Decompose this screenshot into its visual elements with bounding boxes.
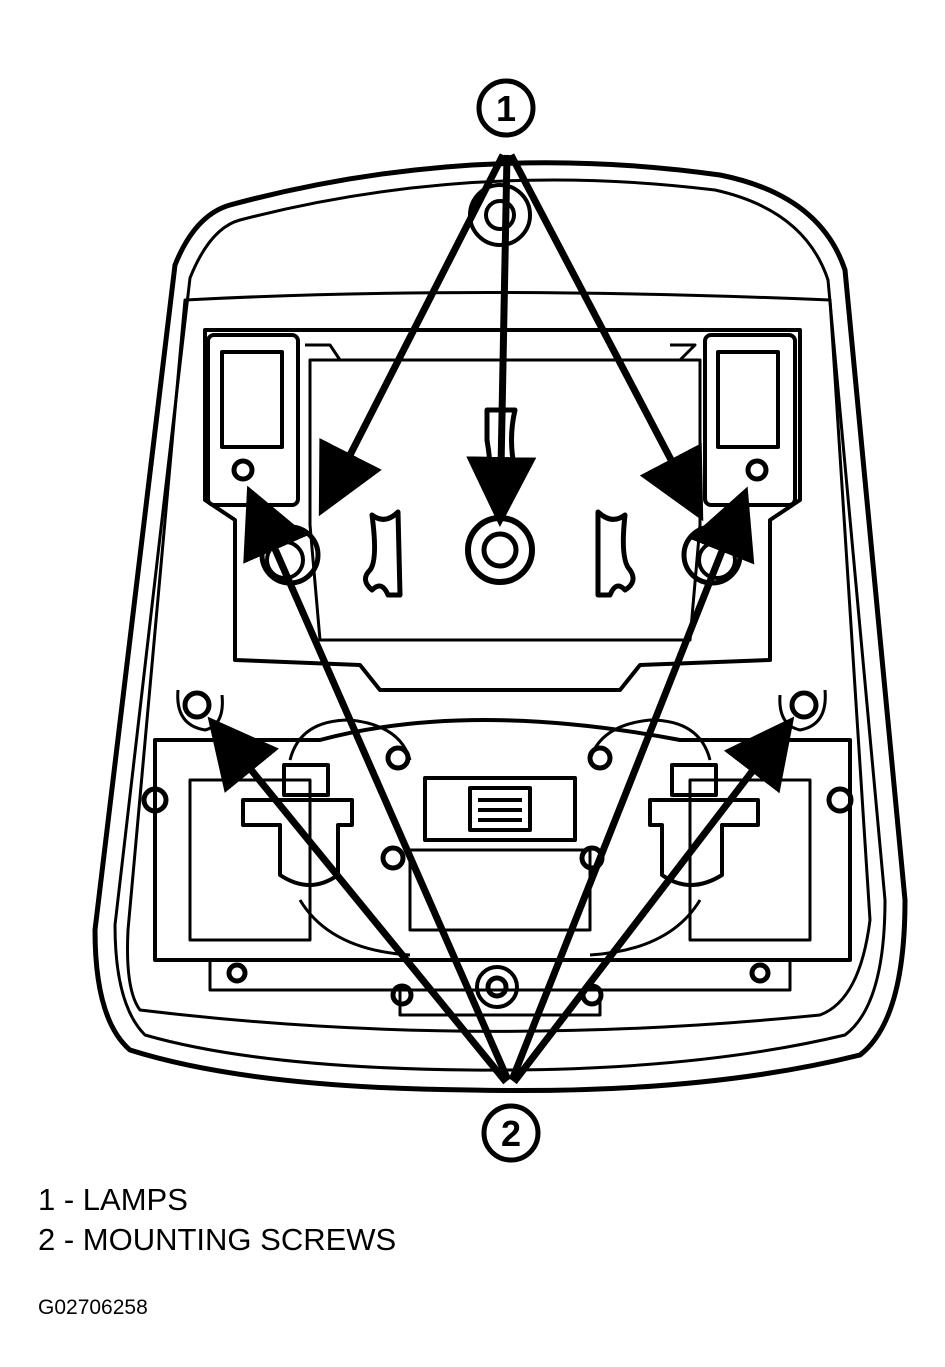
center-connector-base	[408, 848, 592, 932]
center-connector-plug	[468, 786, 532, 832]
screw-bottom-right	[749, 962, 771, 984]
figure-id: G02706258	[38, 1296, 148, 1319]
right-socket-window	[716, 350, 780, 449]
center-connector-pins	[478, 798, 522, 822]
bottom-boss-outer	[475, 965, 519, 1009]
callout-1-circle	[476, 78, 536, 138]
lamp-leader-lines	[318, 153, 704, 527]
switch-left-cap	[282, 763, 330, 797]
legend-item-lamps: 1 - LAMPS	[38, 1182, 188, 1217]
screw-far-left	[141, 786, 169, 814]
bulb-center-outer	[465, 515, 535, 585]
housing-outer-shell	[92, 160, 908, 1094]
screw-bottom-mid-left	[390, 983, 414, 1007]
clip-left	[363, 509, 403, 598]
switch-left-body	[241, 798, 354, 887]
leader-screw-side-left	[207, 716, 509, 1085]
bottom-boss-inner	[485, 975, 509, 999]
right-reflector-curve	[588, 718, 712, 761]
lower-right-lens	[589, 899, 702, 957]
side-boss-left-rim	[176, 689, 224, 732]
callout-1: 1	[476, 78, 536, 138]
leader-lamp-center	[466, 154, 537, 527]
legend: 1 - LAMPS 2 - MOUNTING SCREWS	[38, 1180, 396, 1260]
leader-screw-socket-left	[243, 485, 512, 1082]
leader-screw-side-right	[511, 716, 795, 1085]
clip-right	[595, 509, 636, 598]
left-socket-screw	[231, 458, 255, 482]
switch-right-body	[648, 798, 760, 887]
screw-far-right	[826, 786, 854, 814]
side-boss-left	[182, 690, 212, 720]
center-connector	[423, 776, 577, 842]
leader-lamp-left	[318, 153, 507, 517]
top-boss-outer	[468, 183, 532, 247]
side-boss-right	[789, 690, 819, 720]
switch-right-cap	[670, 763, 718, 797]
leader-screw-socket-right	[508, 486, 755, 1082]
callout-1-number: 1	[496, 88, 516, 129]
callout-2-number: 2	[501, 1113, 521, 1154]
leader-lamp-right	[507, 153, 704, 522]
bulb-center-inner	[481, 531, 519, 569]
screw-leader-lines	[207, 485, 795, 1085]
upper-detail-left	[305, 343, 697, 362]
right-socket-screw	[745, 458, 769, 482]
side-boss-right-rim	[778, 689, 827, 732]
lower-left-lens	[298, 899, 411, 957]
callout-2-circle	[481, 1103, 541, 1163]
screw-bottom-left	[226, 962, 248, 984]
legend-item-mounting-screws: 2 - MOUNTING SCREWS	[38, 1222, 397, 1257]
screw-mid-right	[587, 745, 613, 771]
screw-low-left	[380, 845, 406, 871]
callout-2: 2	[481, 1103, 541, 1163]
housing-inner-shell	[113, 178, 887, 1072]
left-socket-window	[220, 350, 284, 449]
screw-mid-left	[385, 745, 411, 771]
top-boss-inner	[484, 199, 516, 231]
lamp-housing	[92, 160, 908, 1094]
housing-lens-edge	[126, 291, 872, 1033]
upper-reflector-plate	[203, 328, 802, 692]
